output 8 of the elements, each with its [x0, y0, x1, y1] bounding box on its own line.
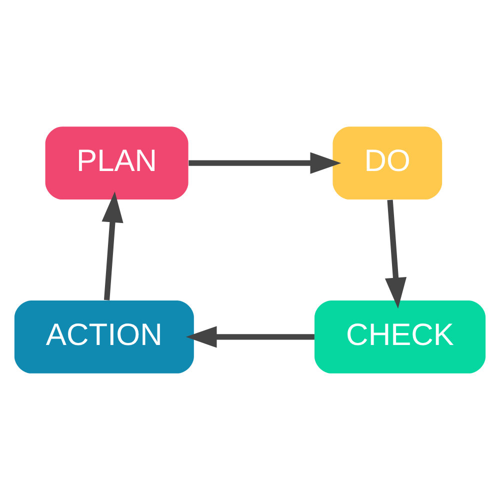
- arrow: [102, 191, 124, 300]
- node-box: CHECK: [314, 300, 486, 374]
- arrow: [188, 152, 342, 174]
- node-box: PLAN: [45, 126, 188, 200]
- arrow: [384, 200, 407, 309]
- node-box: DO: [332, 126, 442, 200]
- arrow: [186, 326, 314, 348]
- node-box: ACTION: [14, 300, 194, 374]
